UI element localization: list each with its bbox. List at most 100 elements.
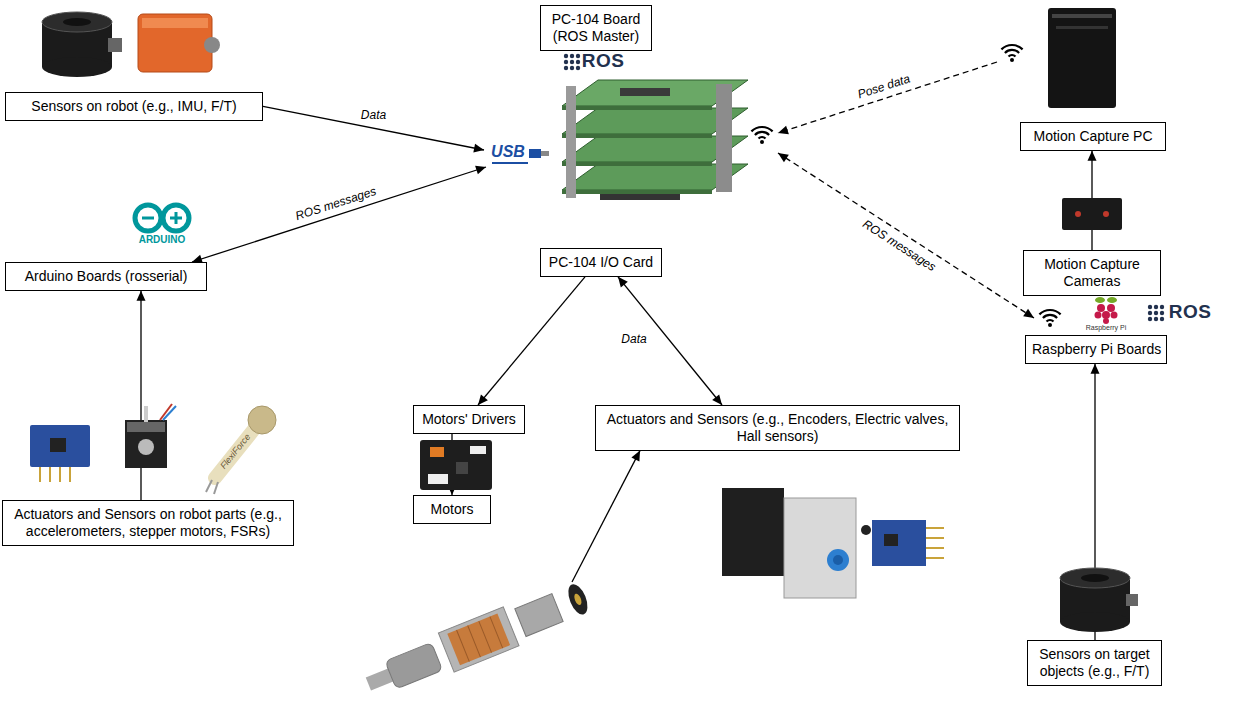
- process-box: Motion Capture PC: [1020, 122, 1166, 151]
- ros-logo-dots: [576, 54, 580, 58]
- ft-sensor-photo: [42, 57, 112, 77]
- motor-photo: [564, 582, 591, 618]
- raspberry-pi-logo: [1103, 318, 1109, 324]
- raspberry-pi-logo: [1095, 297, 1105, 303]
- ft-sensor-photo: [1060, 568, 1138, 632]
- product-print: FlexiForce: [219, 433, 253, 472]
- process-box: Actuators and Sensors (e.g., Encoders, E…: [595, 405, 960, 451]
- connector-line: [478, 277, 585, 405]
- box-label: Motors: [420, 501, 484, 518]
- wifi-icon: [760, 140, 764, 144]
- ft-sensor-photo: [1060, 568, 1130, 588]
- ft-sensor-photo: [42, 12, 122, 77]
- hall-sensor-photo: [872, 520, 926, 566]
- process-box: Motion Capture Cameras: [1023, 250, 1161, 296]
- arduino-logo: [175, 212, 178, 224]
- pc104-stack-photo: [600, 194, 680, 200]
- stepper-motor-photo: [138, 439, 154, 455]
- edge-label: ROS messages: [861, 217, 939, 274]
- hall-sensor-photo: [926, 527, 944, 529]
- flow-label: Data: [621, 333, 646, 346]
- arrow-head: [712, 394, 722, 405]
- box-label: Raspberry Pi Boards: [1032, 341, 1160, 358]
- pc104-stack-photo: [562, 106, 712, 110]
- accelerometer-photo: [49, 467, 51, 482]
- box-label: Actuators and Sensors on robot parts (e.…: [9, 506, 287, 540]
- motor-driver-photo: [430, 447, 444, 457]
- valve-photo: [722, 488, 784, 576]
- logo-text: ROS: [582, 51, 625, 72]
- imu-photo: [138, 14, 220, 72]
- leader-arrow: [572, 451, 640, 582]
- process-box: Motors' Drivers: [413, 405, 525, 434]
- arrow-head: [778, 153, 789, 162]
- wifi-icon: [759, 137, 766, 138]
- connector: [778, 153, 1034, 318]
- logo-text: ARDUINO: [139, 234, 186, 245]
- connector-line: [778, 62, 997, 133]
- connector: [192, 166, 486, 263]
- ros-logo-dots: [1148, 305, 1164, 321]
- box-label: Arduino Boards (rosserial): [12, 268, 200, 285]
- wifi-icon: [751, 127, 772, 131]
- motor-photo: [447, 614, 510, 666]
- fsr-photo: [215, 428, 255, 478]
- wifi-icon: [1009, 55, 1016, 56]
- ros-logo-dots: [564, 54, 568, 58]
- wifi-icon: [1010, 58, 1014, 62]
- arrow-head: [475, 166, 486, 175]
- process-box: Motors: [413, 495, 491, 524]
- stepper-motor-photo: [125, 420, 167, 468]
- ft-sensor-photo: [42, 12, 112, 32]
- hall-sensor-photo: [926, 547, 944, 549]
- edge-label: Pose data: [856, 72, 911, 101]
- ros-logo-dots: [570, 54, 574, 58]
- motor-driver-photo: [428, 474, 448, 484]
- connector-line: [618, 277, 722, 405]
- motor-photo: [438, 607, 519, 672]
- ros-logo-dots: [1160, 311, 1164, 315]
- process-box: Sensors on robot (e.g., IMU, F/T): [5, 92, 263, 121]
- arrow-head: [1091, 364, 1100, 374]
- box-label: Actuators and Sensors (e.g., Encoders, E…: [602, 411, 953, 445]
- arrow-head: [473, 144, 484, 153]
- raspberry-pi-logo: [1102, 311, 1110, 319]
- ros-logo-dots: [1148, 317, 1152, 321]
- wifi-icon: [1039, 310, 1060, 314]
- raspberry-pi-logo: [1111, 312, 1118, 319]
- box-label: PC-104 Board (ROS Master): [547, 11, 645, 45]
- connector-line: [778, 153, 1034, 318]
- process-box: PC-104 I/O Card: [540, 248, 662, 277]
- ft-sensor-photo: [1081, 574, 1109, 582]
- mocap-pc-photo: [1048, 8, 1116, 108]
- hall-sensor-photo: [926, 557, 944, 559]
- ros-logo-dots: [564, 54, 580, 70]
- fsr-photo: [206, 406, 276, 494]
- motor-photo: [515, 594, 563, 637]
- ros-logo-dots: [570, 66, 574, 70]
- arrow-head: [1023, 309, 1034, 318]
- ft-sensor-photo: [63, 18, 91, 26]
- motor-photo: [479, 621, 492, 653]
- hall-sensor-photo: [861, 525, 871, 535]
- box-label: Motion Capture Cameras: [1030, 256, 1154, 290]
- valve-photo: [833, 555, 843, 565]
- arrow-head: [778, 126, 789, 135]
- pc104-stack-photo: [562, 134, 712, 138]
- accelerometer-photo: [69, 467, 71, 482]
- raspberry-pi-logo: [1107, 304, 1115, 312]
- ros-logo-dots: [570, 60, 574, 64]
- ft-sensor-photo: [1060, 612, 1130, 632]
- process-box: Raspberry Pi Boards: [1025, 335, 1167, 364]
- motor-photo: [457, 630, 470, 662]
- motor-photo: [385, 642, 443, 689]
- ros-logo-dots: [576, 66, 580, 70]
- connector: [778, 62, 997, 134]
- pc104-stack-photo: [620, 88, 670, 96]
- wifi-icon: [1047, 320, 1054, 321]
- pc104-stack-photo: [562, 190, 712, 194]
- ros-logo-dots: [1160, 317, 1164, 321]
- process-box: Sensors on target objects (e.g., F/T): [1027, 640, 1162, 686]
- pc104-stack-photo: [562, 162, 712, 166]
- process-box: PC-104 Board (ROS Master): [540, 5, 652, 51]
